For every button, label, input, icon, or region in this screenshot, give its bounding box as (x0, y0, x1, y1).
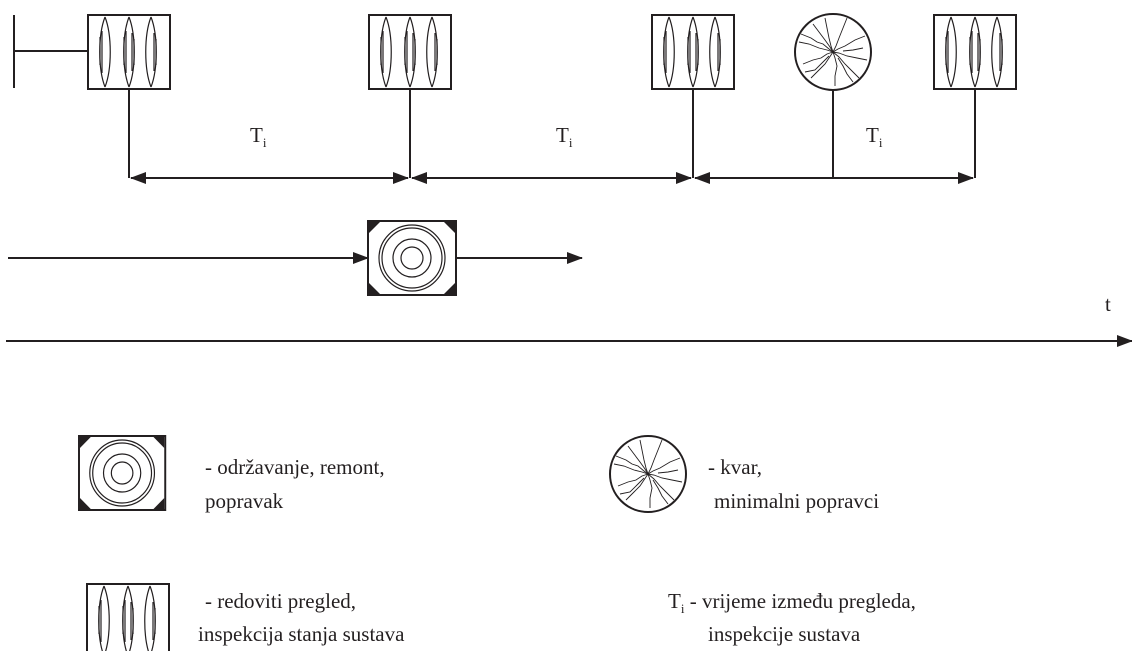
legend-interval-text: Ti - vrijeme između pregleda, (668, 589, 916, 616)
inspection-icon (368, 14, 452, 90)
legend-maintenance-text: - održavanje, remont, (205, 455, 385, 479)
legend-interval-text: inspekcije sustava (708, 622, 861, 646)
interval-label: Ti (866, 123, 883, 150)
inspection-icon (651, 14, 735, 90)
legend: - održavanje, remont, popravak - kvar, m… (78, 435, 916, 651)
failure-icon (794, 13, 872, 91)
start-bar (13, 15, 88, 88)
interval-label: Ti (556, 123, 573, 150)
interval-label: Ti (250, 123, 267, 150)
legend-inspection-icon (86, 583, 170, 651)
legend-maintenance-icon (78, 435, 167, 511)
time-axis-label: t (1105, 292, 1111, 316)
inspection-icon (933, 14, 1017, 90)
legend-failure-text: minimalni popravci (714, 489, 879, 513)
inspection-icon (87, 14, 171, 90)
legend-failure-text: - kvar, (708, 455, 762, 479)
interval-drop-lines (128, 89, 976, 178)
maintenance-icon (367, 220, 457, 296)
legend-inspection-text: inspekcija stanja sustava (198, 622, 405, 646)
legend-maintenance-text: popravak (205, 489, 284, 513)
legend-failure-icon (609, 435, 687, 513)
legend-inspection-text: - redoviti pregled, (205, 589, 356, 613)
